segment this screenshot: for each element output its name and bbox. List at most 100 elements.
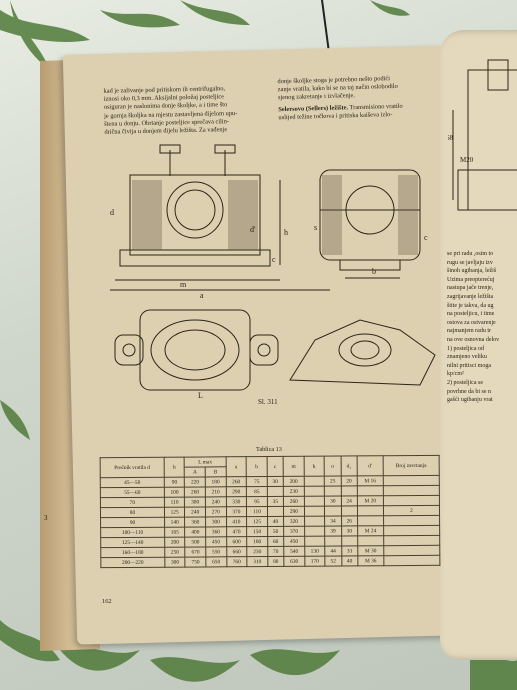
col-header-b: b (246, 456, 268, 477)
table-cell: 70 (267, 546, 284, 557)
table-cell: 150 (246, 526, 268, 537)
table-cell (357, 535, 384, 546)
dim-label-m20: M20 (460, 156, 474, 164)
table-cell (304, 496, 325, 507)
table-cell: 100—110 (100, 527, 165, 538)
table-cell (383, 475, 440, 486)
table-cell (383, 545, 440, 556)
dim-label-b: b (372, 267, 376, 276)
table-cell: 180 (205, 476, 226, 487)
table-cell: 55—60 (100, 487, 165, 498)
table-cell: 750 (185, 556, 206, 568)
table-cell (383, 495, 440, 506)
table-cell: 290 (225, 486, 247, 497)
bearing-technical-drawing: d m a h c d' L b c s (110, 144, 436, 400)
col-header-d2: d₂ (340, 455, 358, 477)
table-cell: 90 (164, 477, 185, 488)
text-line: ostova za ostvarenje (447, 319, 496, 326)
table-cell: M 16 (357, 475, 384, 486)
table-cell (383, 555, 440, 566)
margin-mark: 3 (44, 514, 48, 522)
table-cell: 540 (283, 546, 305, 557)
table-cell: 125 (246, 516, 268, 527)
dimension-table: Prečnik vratila d h L max a b c m k o d₂… (100, 455, 441, 568)
table-cell (303, 486, 325, 497)
table-cell: 60 (267, 536, 284, 547)
table-cell (304, 516, 325, 527)
table-cell: 260 (184, 486, 206, 498)
text-line: štite je takva, da ug (447, 302, 494, 309)
table-cell: 260 (283, 496, 305, 507)
text-line: šinoh ugibanja, ležiš (447, 268, 497, 275)
table-cell: M 36 (357, 555, 384, 566)
table-cell: M 24 (357, 525, 384, 536)
left-column-text: kad je zalivanje pod pritiskom ili centr… (104, 84, 275, 137)
col-header-h: h (163, 457, 185, 478)
page-number: 162 (102, 598, 112, 605)
dim-label-m: m (180, 280, 187, 289)
table-cell: 330 (225, 496, 247, 507)
table-cell: 160—180 (100, 547, 165, 558)
table-cell: 360 (205, 526, 227, 537)
text-line: znamjeno veliku (447, 354, 487, 361)
text-line: najmanjem radu tr (447, 328, 491, 335)
table-cell: 125—140 (100, 537, 165, 548)
table-cell: 30 (341, 525, 358, 537)
dim-label-d-prime: d' (250, 225, 256, 234)
dim-label-c2: c (424, 233, 428, 242)
table-cell: 300 (184, 496, 206, 508)
col-subheader-b: B (205, 466, 226, 477)
table-cell: 400 (185, 526, 206, 538)
table-cell: 85 (246, 486, 268, 497)
table-cell: 45—50 (100, 477, 165, 488)
bearing-housing-front (129, 174, 261, 256)
text-line: zagrijavanje ležišta (447, 293, 494, 300)
col-header-c: c (266, 456, 284, 477)
table-cell (383, 485, 440, 496)
table-cell: 220 (184, 476, 206, 488)
table-cell: 39 (324, 526, 342, 537)
table-title: Tablica 13 (256, 446, 282, 453)
table-cell: 300 (164, 557, 186, 568)
table-cell: 470 (226, 526, 247, 537)
text-line: se pri radu ,osim to (447, 251, 494, 257)
text-line: nilni pritisci moga (447, 362, 491, 369)
table-cell (341, 535, 358, 547)
table-cell: 290 (283, 506, 305, 517)
table-cell: 44 (324, 546, 342, 557)
table-cell: 230 (246, 546, 268, 557)
table-cell: 40 (267, 516, 284, 527)
table-cell (304, 506, 325, 517)
table-cell: 650 (205, 556, 227, 567)
col-subheader-a: A (184, 466, 206, 478)
table-cell: 80 (100, 507, 165, 518)
table-cell (303, 476, 325, 487)
section-heading-rest: Transmisiono vratilo (349, 102, 403, 111)
table-cell: 80 (267, 556, 284, 567)
table-cell: 600 (226, 536, 247, 547)
table-cell: 260 (225, 476, 247, 487)
table-cell: 300 (205, 516, 227, 527)
table-cell: 50 (267, 526, 284, 537)
table-cell (324, 486, 341, 497)
col-header-bolts: Broj zavrtanja (383, 455, 440, 476)
table-cell: M 30 (357, 545, 384, 556)
right-page-drawing: M20 68 (448, 59, 517, 211)
table-cell: 410 (226, 516, 247, 527)
table-cell: 125 (164, 507, 185, 518)
right-column-text: donje školjke stoga je potrebno nešto po… (277, 74, 438, 122)
table-cell (340, 485, 358, 497)
table-cell: 450 (205, 536, 227, 547)
text-line: gašći ugibanju vrat (447, 397, 493, 404)
text-line: 2) posteljica se (447, 379, 483, 386)
table-cell: 250 (164, 547, 186, 558)
table-cell (341, 505, 358, 517)
text-line: Uzima preopterećuj (447, 276, 495, 283)
table-cell (357, 485, 384, 496)
table-cell (357, 505, 384, 516)
table-cell: 450 (283, 536, 305, 547)
dim-label-d: d (110, 208, 114, 217)
table-cell: 550 (205, 546, 227, 557)
